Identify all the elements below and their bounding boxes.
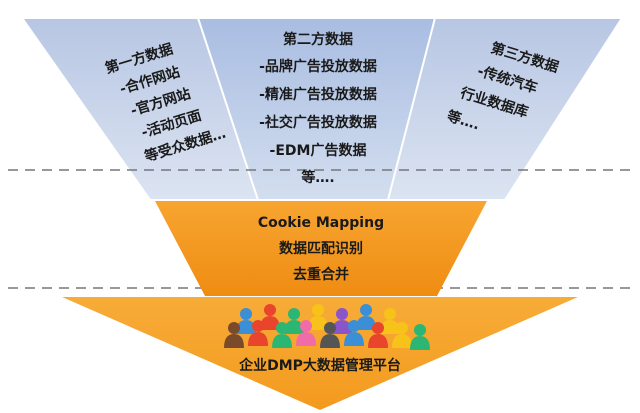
person-icon bbox=[356, 304, 376, 330]
second-party-text-group: 第二方数据 -品牌广告投放数据 -精准广告投放数据 -社交广告投放数据 -EDM… bbox=[259, 31, 377, 186]
person-icon bbox=[332, 308, 352, 334]
second-party-item: -EDM广告数据 bbox=[270, 142, 367, 159]
person-icon bbox=[284, 308, 304, 334]
platform-label: 企业DMP大数据管理平台 bbox=[238, 357, 401, 374]
person-icon bbox=[296, 320, 316, 346]
person-icon bbox=[392, 322, 412, 348]
person-icon bbox=[308, 304, 328, 330]
processing-stage bbox=[155, 201, 487, 296]
second-party-item: -精准广告投放数据 bbox=[259, 86, 377, 103]
person-icon bbox=[320, 322, 340, 348]
person-icon bbox=[248, 320, 268, 346]
second-party-item: 等…. bbox=[301, 169, 334, 186]
second-party-item: -品牌广告投放数据 bbox=[259, 58, 377, 75]
person-icon bbox=[224, 322, 244, 348]
person-icon bbox=[272, 322, 292, 348]
third-party-panel bbox=[386, 17, 624, 201]
person-icon bbox=[380, 308, 400, 334]
second-party-item: -社交广告投放数据 bbox=[259, 114, 377, 131]
processing-line: Cookie Mapping bbox=[258, 215, 384, 231]
processing-line: 去重合并 bbox=[293, 266, 349, 283]
person-icon bbox=[260, 304, 280, 330]
people-group-icon bbox=[224, 304, 430, 350]
platform-stage bbox=[62, 297, 578, 410]
person-icon bbox=[344, 320, 364, 346]
person-icon bbox=[236, 308, 256, 334]
processing-line: 数据匹配识别 bbox=[279, 240, 363, 257]
person-icon bbox=[410, 324, 430, 350]
second-party-title: 第二方数据 bbox=[283, 31, 353, 48]
person-icon bbox=[368, 322, 388, 348]
